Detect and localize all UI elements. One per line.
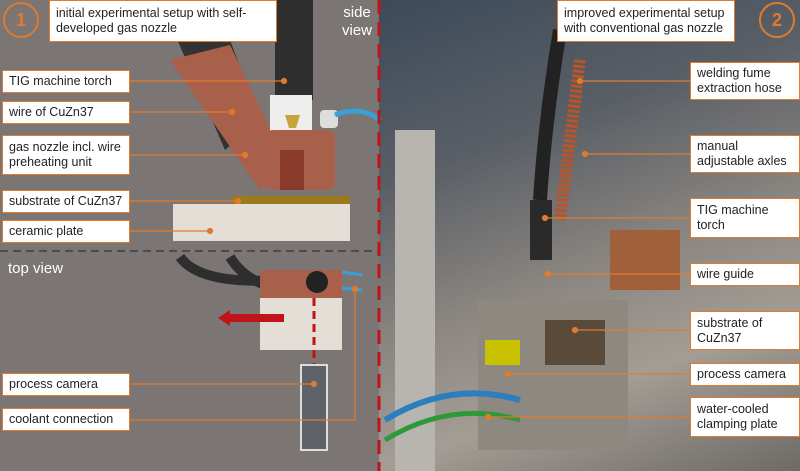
label-axles: manual adjustable axles	[690, 135, 800, 173]
direction-arrow	[218, 310, 284, 326]
label-substrate: substrate of CuZn37	[2, 190, 130, 213]
label-tig-torch: TIG machine torch	[2, 70, 130, 93]
label-camera-right: process camera	[690, 363, 800, 386]
top-view-label: top view	[8, 260, 64, 277]
panel-number-2: 2	[759, 2, 795, 38]
label-coolant: coolant connection	[2, 408, 130, 431]
side-view-label: side view	[341, 4, 372, 39]
label-substrate-right: substrate of CuZn37	[690, 311, 800, 350]
label-ceramic-plate: ceramic plate	[2, 220, 130, 243]
label-clamping-plate: water-cooled clamping plate	[690, 397, 800, 437]
label-wire-guide: wire guide	[690, 263, 800, 286]
label-wire: wire of CuZn37	[2, 101, 130, 124]
photo-elements	[383, 28, 680, 471]
label-tig-torch-right: TIG machine torch	[690, 198, 800, 238]
label-gas-nozzle: gas nozzle incl. wire preheating unit	[2, 135, 130, 175]
panel-number-1: 1	[3, 2, 39, 38]
right-title: improved experimental setup with convent…	[557, 0, 735, 42]
label-fume-hose: welding fume extraction hose	[690, 62, 800, 100]
label-process-camera: process camera	[2, 373, 130, 396]
top-view-drawing	[175, 253, 363, 451]
leader-lines	[130, 77, 690, 421]
left-title: initial experimental setup with self-dev…	[49, 0, 277, 42]
